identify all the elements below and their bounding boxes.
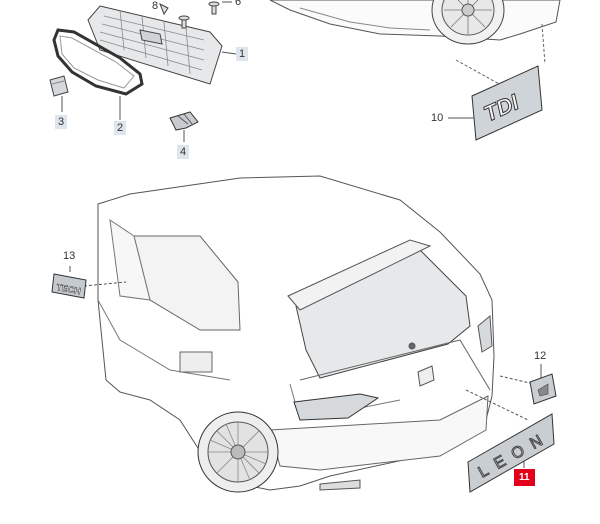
callout-label-12: 12	[534, 350, 547, 362]
callout-label-6: 6	[235, 0, 242, 8]
fastener-screws	[159, 1, 220, 29]
top-leader-lines	[61, 1, 237, 142]
callout-label-3: 3	[55, 115, 68, 129]
rear-emblem-part-12	[529, 373, 557, 405]
grille-surround-part-2	[52, 28, 144, 96]
callout-label-2: 2	[114, 121, 127, 135]
tech-badge-text: TECH	[56, 282, 82, 296]
tech-badge-part-13: TECH	[51, 273, 87, 299]
rear-car-illustration	[97, 175, 495, 493]
callout-label-4: 4	[177, 145, 190, 159]
clip-part-3	[49, 75, 69, 97]
callout-label-1: 1	[236, 47, 249, 61]
callout-label-8: 8	[152, 0, 159, 12]
callout-label-10: 10	[431, 112, 444, 124]
callout-label-11-highlighted: 11	[514, 469, 535, 486]
callout-label-13: 13	[63, 250, 76, 262]
radiator-grille-part-1	[87, 5, 223, 85]
front-bumper-illustration	[269, 0, 561, 45]
tdi-badge-part-10: TDI	[471, 65, 543, 141]
emblem-part-4	[169, 111, 199, 131]
